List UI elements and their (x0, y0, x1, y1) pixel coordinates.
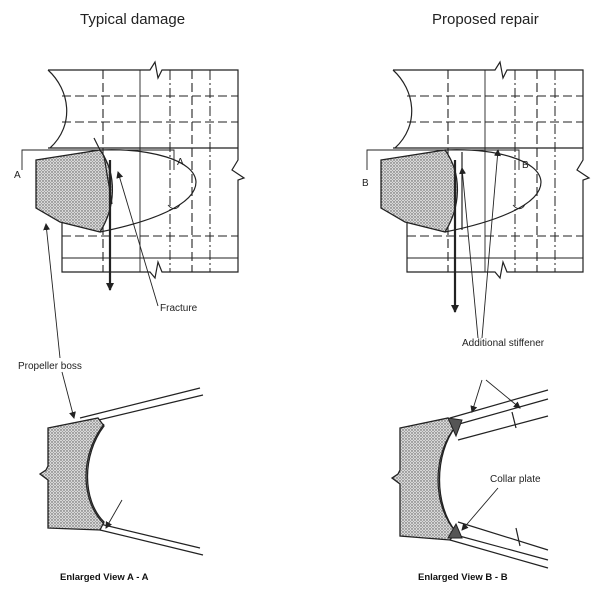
propeller-boss-leader-bottom (61, 371, 76, 419)
section-label-a-right: A (177, 157, 184, 168)
fracture-label: Fracture (160, 303, 198, 314)
propeller-boss-leader-top (43, 223, 61, 359)
caption-enlarged-view-a: Enlarged View A - A (60, 572, 149, 583)
section-label-b-right: B (522, 160, 529, 171)
stiffener-leader-2 (481, 149, 501, 339)
enlarged-view-b (390, 389, 549, 569)
additional-stiffener-label: Additional stiffener (462, 338, 545, 349)
section-label-a-left: A (14, 170, 21, 181)
stiffener-leader-4 (485, 379, 521, 409)
stiffener-leader-3 (470, 379, 483, 413)
propeller-boss-label: Propeller boss (18, 361, 82, 372)
title-typical-damage: Typical damage (80, 11, 185, 28)
collar-plate-leader (461, 487, 499, 531)
enlarged-view-a (38, 387, 204, 556)
section-label-b-left: B (362, 178, 369, 189)
title-proposed-repair: Proposed repair (432, 11, 539, 28)
stiffener-leader-1 (459, 167, 479, 339)
collar-plate-label: Collar plate (490, 474, 541, 485)
plan-view-proposed-repair: B B (362, 60, 591, 313)
fracture-leader (116, 171, 159, 307)
plan-view-typical-damage: A A (14, 60, 246, 291)
caption-enlarged-view-b: Enlarged View B - B (418, 572, 508, 583)
